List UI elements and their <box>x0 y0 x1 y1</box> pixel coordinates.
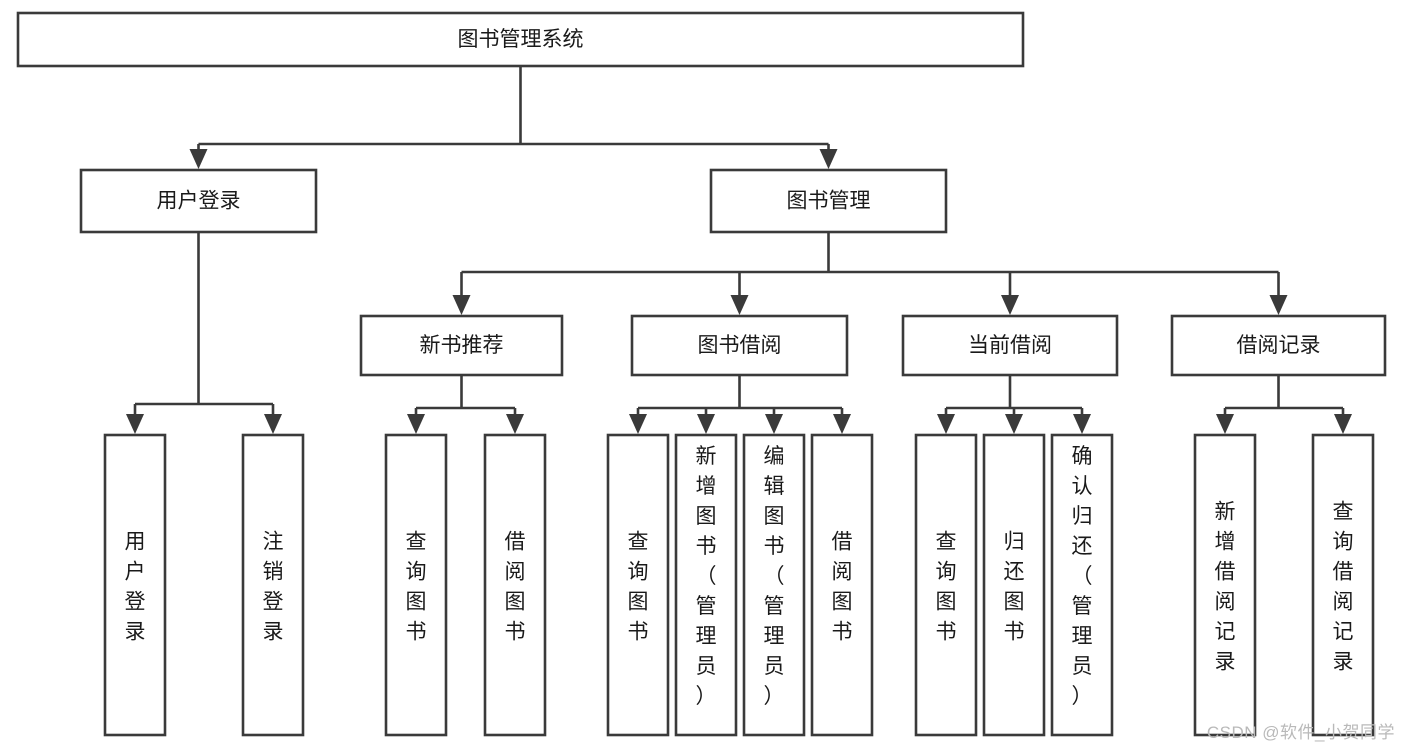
node-l3-a1[interactable]: 用户登录 <box>103 433 167 737</box>
node-l3-e2[interactable]: 查询借阅记录 <box>1311 433 1375 737</box>
node-l3-c4[interactable]: 借阅图书 <box>810 433 874 737</box>
node-box[interactable] <box>384 433 448 737</box>
arrow-head-icon <box>937 414 955 434</box>
connector-group <box>407 375 524 434</box>
node-l1-book[interactable]: 图书管理 <box>709 168 948 234</box>
node-box[interactable] <box>606 433 670 737</box>
connector-group <box>452 232 1288 315</box>
node-label: 用户登录 <box>125 530 146 643</box>
node-label: 图书管理 <box>787 190 871 213</box>
node-label: 借阅图书 <box>832 530 853 643</box>
arrow-head-icon <box>833 414 851 434</box>
node-l3-a2[interactable]: 注销登录 <box>241 433 305 737</box>
node-box[interactable] <box>1050 433 1114 737</box>
node-box[interactable] <box>709 168 948 234</box>
node-label: 查询图书 <box>628 530 649 643</box>
arrow-head-icon <box>1001 295 1019 315</box>
node-box[interactable] <box>982 433 1046 737</box>
node-box[interactable] <box>630 314 849 377</box>
node-box[interactable] <box>241 433 305 737</box>
node-l3-c1[interactable]: 查询图书 <box>606 433 670 737</box>
node-label: 编辑图书（管理员） <box>764 445 785 708</box>
arrow-head-icon <box>1334 414 1352 434</box>
node-label: 确认归还（管理员） <box>1072 445 1093 708</box>
node-l3-c2[interactable]: 新增图书（管理员） <box>674 433 738 737</box>
node-box[interactable] <box>742 433 806 737</box>
node-label: 新增图书（管理员） <box>696 445 717 708</box>
arrow-head-icon <box>1216 414 1234 434</box>
connector-group <box>937 375 1091 434</box>
connector-group <box>189 66 838 169</box>
node-box[interactable] <box>674 433 738 737</box>
connector-layer <box>126 66 1352 434</box>
node-l3-c3[interactable]: 编辑图书（管理员） <box>742 433 806 737</box>
node-label: 注销登录 <box>263 530 284 643</box>
arrow-head-icon <box>452 295 471 315</box>
node-box[interactable] <box>1311 433 1375 737</box>
node-l3-d3[interactable]: 确认归还（管理员） <box>1050 433 1114 737</box>
arrow-head-icon <box>1269 295 1288 315</box>
node-label: 借阅图书 <box>505 530 526 643</box>
node-box[interactable] <box>914 433 978 737</box>
node-box[interactable] <box>16 11 1025 68</box>
node-box[interactable] <box>810 433 874 737</box>
arrow-head-icon <box>506 414 524 434</box>
node-label: 图书管理系统 <box>458 28 584 51</box>
node-box[interactable] <box>483 433 547 737</box>
arrow-head-icon <box>629 414 647 434</box>
node-box[interactable] <box>1193 433 1257 737</box>
node-l3-d1[interactable]: 查询图书 <box>914 433 978 737</box>
node-l3-b2[interactable]: 借阅图书 <box>483 433 547 737</box>
connector-group <box>126 232 282 434</box>
node-label: 归还图书 <box>1004 530 1025 643</box>
node-label: 查询图书 <box>936 530 957 643</box>
node-l2-borrow[interactable]: 图书借阅 <box>630 314 849 377</box>
connector-group <box>629 375 851 434</box>
node-label: 图书借阅 <box>698 334 782 357</box>
node-l2-record[interactable]: 借阅记录 <box>1170 314 1387 377</box>
node-l3-d2[interactable]: 归还图书 <box>982 433 1046 737</box>
arrow-head-icon <box>819 149 838 169</box>
node-label: 查询图书 <box>406 530 427 643</box>
node-l3-e1[interactable]: 新增借阅记录 <box>1193 433 1257 737</box>
node-box[interactable] <box>1170 314 1387 377</box>
arrow-head-icon <box>189 149 208 169</box>
node-label: 用户登录 <box>157 190 241 213</box>
node-label: 查询借阅记录 <box>1333 500 1354 673</box>
node-l1-login[interactable]: 用户登录 <box>79 168 318 234</box>
node-box[interactable] <box>103 433 167 737</box>
node-l2-newbook[interactable]: 新书推荐 <box>359 314 564 377</box>
node-label: 新书推荐 <box>420 334 504 357</box>
arrow-head-icon <box>765 414 783 434</box>
connector-group <box>1216 375 1352 434</box>
node-layer: 图书管理系统用户登录图书管理新书推荐图书借阅当前借阅借阅记录用户登录注销登录查询… <box>16 11 1387 737</box>
node-label: 借阅记录 <box>1237 334 1321 357</box>
node-root[interactable]: 图书管理系统 <box>16 11 1025 68</box>
arrow-head-icon <box>264 414 282 434</box>
node-box[interactable] <box>359 314 564 377</box>
node-box[interactable] <box>901 314 1119 377</box>
arrow-head-icon <box>697 414 715 434</box>
node-l3-b1[interactable]: 查询图书 <box>384 433 448 737</box>
node-label: 当前借阅 <box>968 334 1052 357</box>
watermark-label: CSDN @软件_小贺同学 <box>1206 723 1395 742</box>
arrow-head-icon <box>730 295 749 315</box>
arrow-head-icon <box>126 414 144 434</box>
node-box[interactable] <box>79 168 318 234</box>
arrow-head-icon <box>407 414 425 434</box>
node-l2-current[interactable]: 当前借阅 <box>901 314 1119 377</box>
node-label: 新增借阅记录 <box>1215 500 1236 673</box>
arrow-head-icon <box>1073 414 1091 434</box>
arrow-head-icon <box>1005 414 1023 434</box>
